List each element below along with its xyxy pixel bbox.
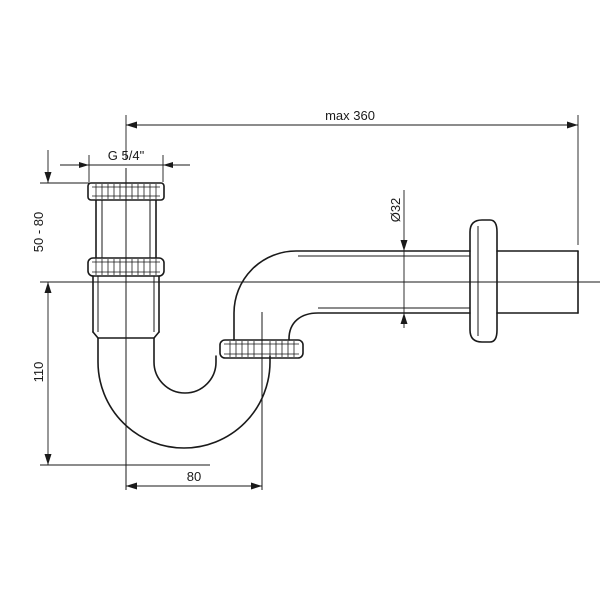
dimension-diameter: Ø32 <box>388 190 408 328</box>
dimension-max-length: max 360 <box>125 108 579 245</box>
outlet-elbow <box>233 250 471 341</box>
dimension-height-range: 50 - 80 <box>31 150 92 300</box>
drop-label: 110 <box>31 362 46 383</box>
dimension-drop: 110 <box>31 300 210 466</box>
middle-nut-knurling <box>95 259 157 275</box>
diameter-label: Ø32 <box>388 198 403 223</box>
siphon-body <box>87 182 579 449</box>
dimension-offset: 80 <box>126 469 262 490</box>
height-range-label: 50 - 80 <box>31 212 46 252</box>
top-nut-knurling <box>95 184 157 199</box>
dimension-thread: G 5/4" <box>60 148 190 182</box>
offset-label: 80 <box>187 469 201 484</box>
max-length-label: max 360 <box>325 108 375 123</box>
wall-rosette <box>469 219 498 343</box>
lower-sleeve <box>92 275 160 339</box>
outlet-nut-knurling <box>229 341 295 357</box>
u-bend <box>97 337 271 449</box>
upper-inlet-tube <box>95 199 157 259</box>
thread-size-label: G 5/4" <box>108 148 145 163</box>
center-lines <box>40 168 600 490</box>
